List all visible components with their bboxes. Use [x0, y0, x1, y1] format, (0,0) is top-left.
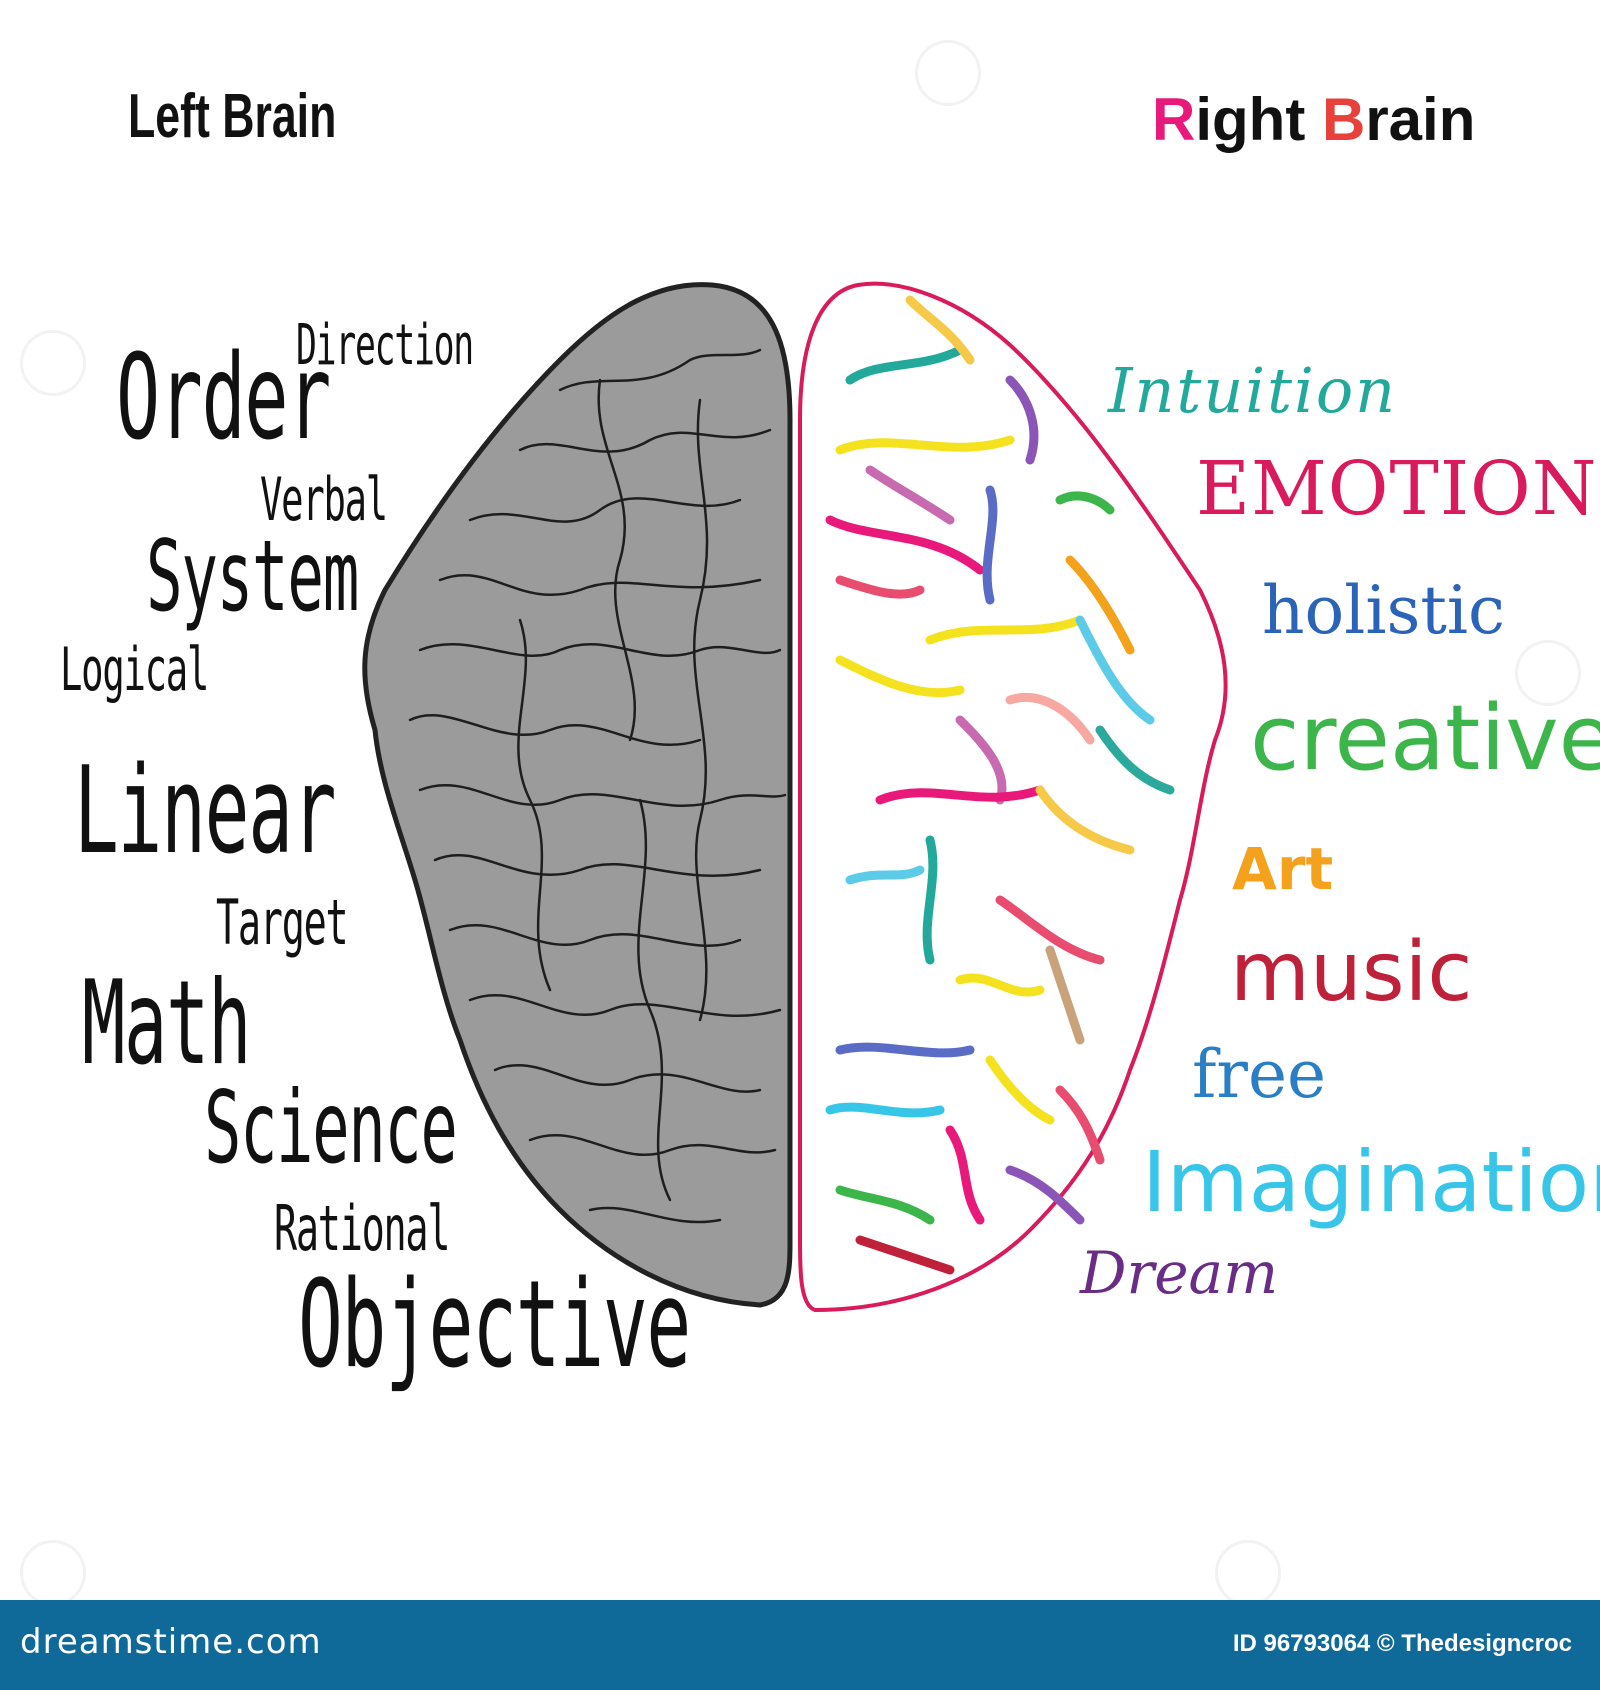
word-emotion: EMOTION	[1196, 446, 1598, 532]
word-order: Order	[116, 328, 331, 466]
word-creative: creative	[1250, 686, 1600, 791]
brain-diagram: Left Brain Right Brain	[20, 40, 1600, 1606]
word-science: Science	[204, 1069, 458, 1186]
word-intuition: Intuition	[1108, 354, 1398, 427]
word-music: music	[1230, 925, 1473, 1020]
word-imagination: Imagination	[1142, 1133, 1600, 1231]
word-free: free	[1192, 1036, 1327, 1113]
watermark-logo-icon	[1515, 640, 1581, 706]
watermark-logo-icon	[915, 40, 981, 106]
title-letter-r: R	[1152, 86, 1196, 153]
word-rational: Rational	[274, 1192, 450, 1265]
footer-site: dreamstime.com	[20, 1622, 322, 1662]
watermark-logo-icon	[20, 330, 86, 396]
word-dream: Dream	[1080, 1239, 1279, 1307]
left-brain-folds	[408, 348, 787, 1224]
brain-illustration	[362, 281, 1228, 1313]
word-objective: Objective	[298, 1256, 691, 1395]
word-art: Art	[1232, 835, 1334, 903]
word-system: System	[146, 520, 359, 634]
word-holistic: holistic	[1262, 572, 1505, 649]
word-target: Target	[216, 886, 349, 959]
word-logical: Logical	[60, 635, 209, 705]
word-math: Math	[82, 956, 251, 1091]
title-rest-ight: ight	[1195, 86, 1322, 153]
right-brain-title: Right Brain	[1152, 90, 1475, 150]
word-linear: Linear	[74, 742, 337, 881]
title-letter-b: B	[1321, 86, 1366, 153]
left-brain-title: Left Brain	[128, 82, 337, 151]
footer-bar: dreamstime.com ID 96793064 © Thedesigncr…	[0, 1600, 1600, 1690]
word-verbal: Verbal	[260, 465, 388, 535]
right-brain-color-strokes	[825, 295, 1175, 1275]
title-rest-rain: rain	[1365, 86, 1476, 153]
word-direction: Direction	[296, 313, 474, 378]
footer-credit: ID 96793064 © Thedesigncroc	[1232, 1630, 1572, 1657]
